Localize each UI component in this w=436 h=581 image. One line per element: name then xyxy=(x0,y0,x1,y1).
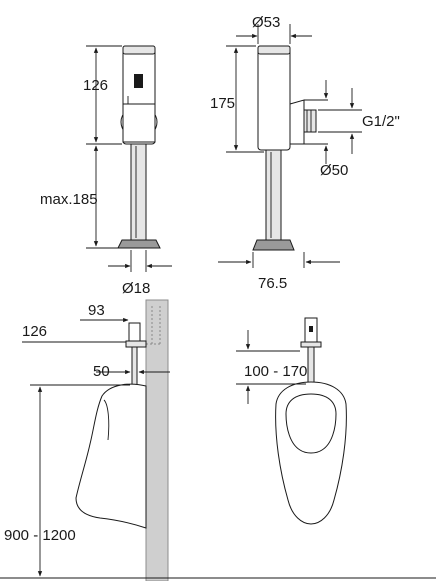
side-flush-pipe xyxy=(265,149,282,241)
wall xyxy=(145,299,169,581)
installation-side-dimensions: 93 126 50 900 - 1200 xyxy=(4,302,170,577)
dim-front-pipe-length: max.185 xyxy=(40,191,98,208)
valve-cap xyxy=(122,45,156,55)
dim-side-height: 175 xyxy=(210,95,235,112)
front-installed-pipe xyxy=(307,346,315,384)
dim-install-mount-height: 900 - 1200 xyxy=(4,527,76,544)
dim-front-install-range: 100 - 170 xyxy=(244,363,307,380)
side-pipe-connector xyxy=(252,239,295,251)
side-view-valve xyxy=(252,45,317,251)
installation-side-view xyxy=(0,299,436,581)
front-sensor-icon xyxy=(309,326,313,332)
installed-valve xyxy=(128,322,141,344)
installed-valve-connector xyxy=(125,340,147,348)
urinal-side xyxy=(75,383,147,529)
valve-lower-body xyxy=(122,103,156,143)
dim-install-wall-offset: 93 xyxy=(88,302,105,319)
side-valve-cap xyxy=(257,45,291,55)
installation-front-dimensions: 100 - 170 xyxy=(236,330,307,404)
side-view-dimensions: Ø53 175 G1/2" Ø50 76.5 xyxy=(210,14,400,292)
front-view-valve xyxy=(117,45,161,249)
front-view-dimensions: 126 max.185 Ø18 xyxy=(40,45,172,297)
dim-pipe-diameter: Ø18 xyxy=(122,280,150,297)
dim-side-connection-diameter: Ø50 xyxy=(320,162,348,179)
front-installed-connector xyxy=(300,341,322,348)
dim-front-height: 126 xyxy=(83,77,108,94)
dim-side-top-diameter: Ø53 xyxy=(252,14,280,31)
dim-side-depth: 76.5 xyxy=(258,275,287,292)
sensor-window-icon xyxy=(134,74,143,88)
pipe-connector xyxy=(117,239,161,249)
dim-install-connection: 50 xyxy=(93,363,110,380)
dim-thread: G1/2" xyxy=(362,113,400,130)
side-outlet xyxy=(289,99,305,145)
installed-flush-pipe xyxy=(131,346,138,386)
thread-connector xyxy=(303,109,317,133)
dim-install-height: 126 xyxy=(22,323,47,340)
installation-front-view xyxy=(275,317,347,525)
flush-pipe xyxy=(130,143,147,241)
urinal-bowl xyxy=(285,393,337,454)
side-valve-body xyxy=(257,45,291,151)
